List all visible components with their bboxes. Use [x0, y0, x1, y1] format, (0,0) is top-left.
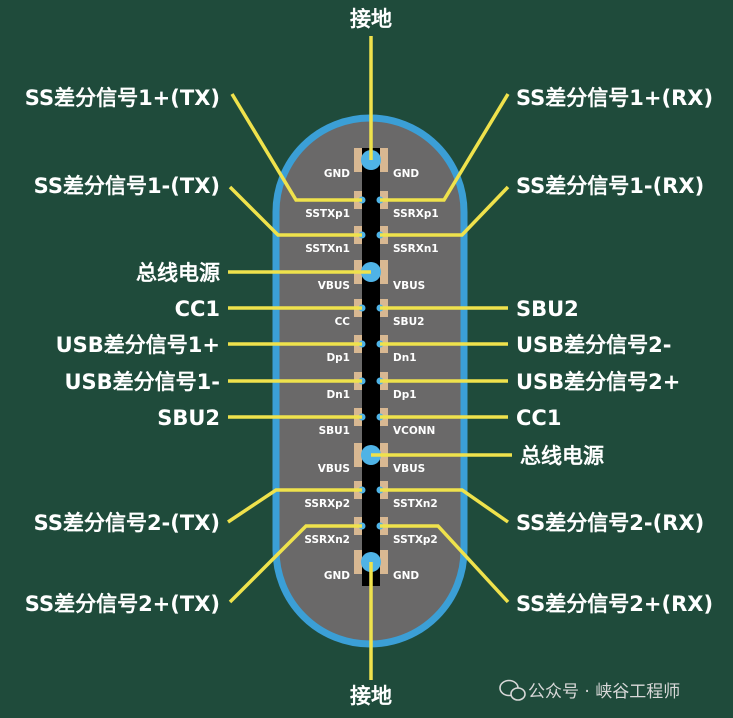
callout-left: SS差分信号2-(TX)	[34, 511, 220, 535]
callout-right: 总线电源	[520, 444, 604, 468]
callout-left: USB差分信号1-	[64, 370, 220, 394]
pin-label-right: VBUS	[393, 463, 425, 475]
callout-right: CC1	[516, 406, 561, 430]
pin-pad	[354, 443, 362, 467]
pin-label-right: Dp1	[393, 389, 417, 401]
callout-right: USB差分信号2-	[516, 333, 672, 357]
connection-line	[230, 93, 362, 202]
pin-label-right: SSRXn1	[393, 243, 439, 255]
pin-label-right: GND	[393, 570, 419, 582]
pin-label-left: SBU1	[319, 425, 350, 437]
callout-left: SS差分信号1-(TX)	[34, 174, 220, 198]
pin-label-right: VCONN	[393, 425, 435, 437]
pin-label-left: SSTXn1	[305, 243, 350, 255]
pin-label-left: SSRXn2	[304, 534, 350, 546]
pin-label-left: GND	[324, 570, 350, 582]
pin-pad	[380, 550, 388, 574]
connection-line	[228, 524, 362, 604]
connection-line	[380, 93, 510, 202]
callout-left: SBU2	[157, 406, 220, 430]
pin-label-left: Dn1	[327, 389, 351, 401]
pin-label-left: VBUS	[318, 280, 350, 292]
callout-left: 总线电源	[136, 261, 220, 285]
pin-label-left: GND	[324, 168, 350, 180]
pin-label-right: VBUS	[393, 280, 425, 292]
connection-line	[380, 488, 509, 524]
callout-left: USB差分信号1+	[56, 333, 220, 357]
pin-label-left: VBUS	[318, 463, 350, 475]
callout-right: SS差分信号1+(RX)	[516, 86, 713, 110]
callout-left: CC1	[175, 297, 220, 321]
pin-pad	[354, 550, 362, 574]
pin-pad	[380, 148, 388, 172]
watermark-text: 公众号 · 峡谷工程师	[528, 682, 680, 702]
connection-line	[228, 185, 362, 237]
connector-tongue	[362, 148, 380, 586]
pin-pad	[380, 260, 388, 284]
pin-pad	[354, 148, 362, 172]
connection-line	[227, 488, 362, 524]
connection-line	[380, 524, 510, 604]
callout-right: SBU2	[516, 297, 579, 321]
pin-label-right: SBU2	[393, 316, 424, 328]
wechat-icon	[499, 679, 526, 701]
connection-line	[380, 185, 510, 237]
pin-label-right: Dn1	[393, 352, 417, 364]
ground-bottom-label: 接地	[350, 684, 392, 708]
pin-label-left: CC	[335, 316, 351, 328]
callout-left: SS差分信号2+(TX)	[25, 592, 220, 616]
pin-label-right: GND	[393, 168, 419, 180]
callout-right: SS差分信号2-(RX)	[516, 511, 704, 535]
pin-label-left: Dp1	[326, 352, 350, 364]
pin-label-right: SSTXp2	[393, 534, 438, 546]
pin-label-left: SSTXp1	[305, 208, 350, 220]
callout-right: SS差分信号2+(RX)	[516, 592, 713, 616]
callout-left: SS差分信号1+(TX)	[25, 86, 220, 110]
callout-right: USB差分信号2+	[516, 370, 680, 394]
pin-label-right: SSTXn2	[393, 498, 438, 510]
pin-label-left: SSRXp2	[304, 498, 350, 510]
callout-right: SS差分信号1-(RX)	[516, 174, 704, 198]
pin-label-right: SSRXp1	[393, 208, 439, 220]
ground-top-label: 接地	[350, 7, 392, 31]
